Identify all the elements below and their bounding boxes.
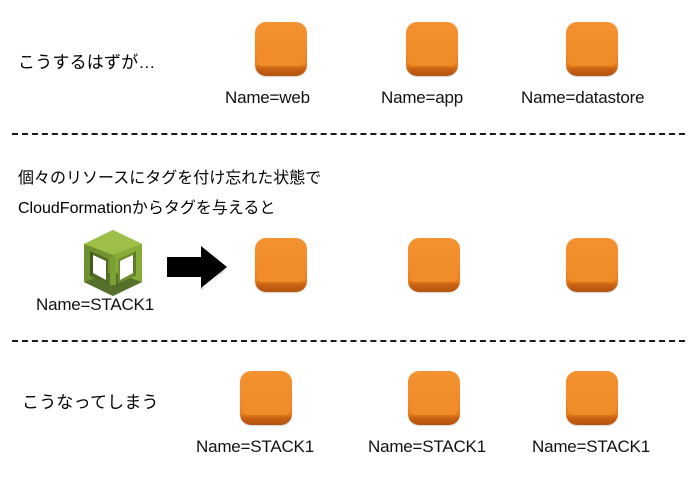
resource-box <box>408 238 460 292</box>
cloudformation-label: Name=STACK1 <box>36 295 154 314</box>
resource-box <box>566 238 618 292</box>
section-cause-caption: 個々のリソースにタグを付け忘れた状態で CloudFormationからタグを与… <box>18 164 321 224</box>
resource-box-label: Name=STACK1 <box>368 437 486 456</box>
resource-box <box>240 371 292 425</box>
section-cause-caption-line-2: CloudFormationからタグを与えると <box>18 200 276 217</box>
resource-box-label: Name=web <box>225 88 310 107</box>
section-divider <box>12 340 685 342</box>
section-intended-caption: こうするはずが… <box>18 53 156 72</box>
section-cause-caption-line-1: 個々のリソースにタグを付け忘れた状態で <box>18 170 322 187</box>
section-result-caption: こうなってしまう <box>22 393 159 412</box>
resource-box <box>255 238 307 292</box>
section-divider <box>12 133 685 135</box>
resource-box <box>566 22 618 76</box>
resource-box-label: Name=STACK1 <box>532 437 650 456</box>
resource-box-label: Name=app <box>381 88 464 107</box>
resource-box <box>255 22 307 76</box>
resource-box <box>566 371 618 425</box>
arrow-right-icon <box>163 243 231 291</box>
resource-box-label: Name=datastore <box>521 88 645 107</box>
resource-box <box>408 371 460 425</box>
cloudformation-icon <box>82 228 144 298</box>
resource-box <box>406 22 458 76</box>
resource-box-label: Name=STACK1 <box>196 437 314 456</box>
